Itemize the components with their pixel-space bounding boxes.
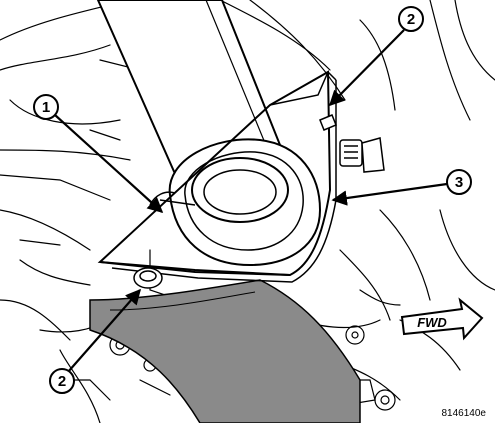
- svg-text:3: 3: [455, 174, 463, 191]
- svg-text:2: 2: [407, 11, 415, 28]
- svg-text:1: 1: [42, 99, 50, 116]
- bushing-retainer: [97, 70, 337, 283]
- fwd-arrow-icon: FWD: [400, 297, 484, 341]
- fwd-label: FWD: [417, 315, 447, 330]
- leader-arrow-1: [54, 114, 164, 214]
- figure-id: 8146140e: [442, 408, 487, 419]
- leader-arrow-2-upper: [328, 29, 405, 107]
- bushing: [149, 138, 322, 267]
- callout-3: 3: [446, 169, 472, 195]
- svg-text:2: 2: [58, 373, 66, 390]
- leader-arrows: [54, 29, 448, 373]
- leader-arrow-2-lower: [67, 288, 142, 373]
- retainer-bolt-upper: [319, 114, 385, 173]
- callout-2-upper: 2: [398, 6, 424, 32]
- retainer-bolt-lower: [133, 267, 163, 289]
- callout-2-lower: 2: [49, 368, 75, 394]
- leader-arrow-3: [331, 182, 448, 206]
- lower-control-arm: [89, 279, 361, 424]
- callout-1: 1: [33, 94, 59, 120]
